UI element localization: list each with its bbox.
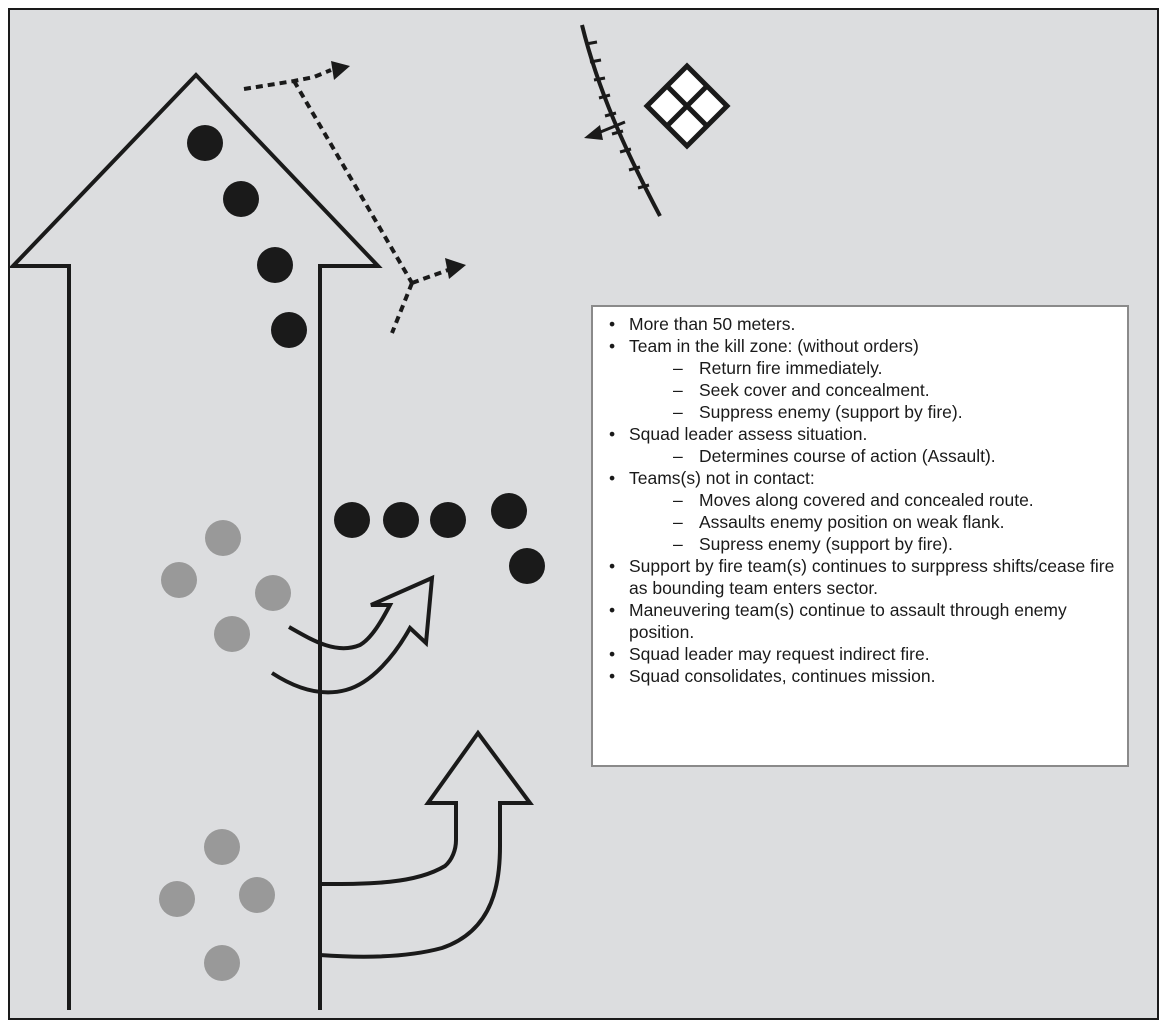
- assault-soldier-dot: [383, 502, 419, 538]
- trail-soldier-dot: [214, 616, 250, 652]
- dotted-route-segment: [411, 268, 449, 285]
- lead-team-dots: [187, 125, 307, 348]
- note-subitem: Seek cover and concealment.: [669, 379, 1117, 401]
- trail-soldier-dot: [255, 575, 291, 611]
- actions-notes-box: More than 50 meters. Team in the kill zo…: [591, 305, 1129, 767]
- note-item: More than 50 meters.: [603, 313, 1117, 335]
- assault-soldier-dot: [430, 502, 466, 538]
- dotted-route-segment: [390, 282, 414, 334]
- obstacle-arrowhead-icon: [584, 125, 603, 140]
- note-text: Support by fire team(s) continues to sur…: [629, 556, 1115, 598]
- trail-team-dots: [159, 520, 291, 981]
- dotted-route-segment: [243, 68, 332, 91]
- trail-soldier-dot: [205, 520, 241, 556]
- note-subitem: Suppress enemy (support by fire).: [669, 401, 1117, 423]
- obstacle-curve: [580, 24, 662, 217]
- bounding-team-arrow: [319, 729, 534, 959]
- note-item: Squad leader assess situation. Determine…: [603, 423, 1117, 467]
- lead-soldier-dot: [257, 247, 293, 283]
- lead-soldier-dot: [271, 312, 307, 348]
- assault-soldier-dot: [334, 502, 370, 538]
- note-item: Teams(s) not in contact: Moves along cov…: [603, 467, 1117, 555]
- assault-soldier-dot: [509, 548, 545, 584]
- note-text: More than 50 meters.: [629, 314, 796, 334]
- trail-soldier-dot: [204, 829, 240, 865]
- dotted-route-segment: [292, 79, 414, 285]
- note-subitem: Supress enemy (support by fire).: [669, 533, 1117, 555]
- lead-soldier-dot: [223, 181, 259, 217]
- assault-line-dots: [334, 493, 545, 584]
- obstacle-arrow-shaft: [597, 120, 626, 135]
- lead-soldier-dot: [187, 125, 223, 161]
- note-text: Team in the kill zone: (without orders): [629, 336, 919, 356]
- note-item: Team in the kill zone: (without orders) …: [603, 335, 1117, 423]
- route-arrowhead-icon: [331, 61, 350, 80]
- note-text: Squad leader may request indirect fire.: [629, 644, 930, 664]
- trail-soldier-dot: [159, 881, 195, 917]
- note-item: Squad consolidates, continues mission.: [603, 665, 1117, 687]
- obstacle-hatch-marks: [585, 40, 650, 190]
- enemy-position-diamond-icon: [643, 62, 731, 150]
- note-subitem: Assaults enemy position on weak flank.: [669, 511, 1117, 533]
- note-item: Support by fire team(s) continues to sur…: [603, 555, 1117, 599]
- main-axis-arrow: [8, 72, 383, 1010]
- note-subitem: Moves along covered and concealed route.: [669, 489, 1117, 511]
- trail-soldier-dot: [161, 562, 197, 598]
- hatched-obstacle-line-icon: [580, 24, 662, 217]
- flank-maneuver-arrow: [270, 574, 435, 695]
- note-item: Squad leader may request indirect fire.: [603, 643, 1117, 665]
- note-text: Teams(s) not in contact:: [629, 468, 815, 488]
- note-text: Squad consolidates, continues mission.: [629, 666, 936, 686]
- note-subitem: Determines course of action (Assault).: [669, 445, 1117, 467]
- trail-soldier-dot: [239, 877, 275, 913]
- note-text: Squad leader assess situation.: [629, 424, 868, 444]
- note-subitem: Return fire immediately.: [669, 357, 1117, 379]
- assault-soldier-dot: [491, 493, 527, 529]
- route-arrowhead-icon: [445, 258, 466, 279]
- note-item: Maneuvering team(s) continue to assault …: [603, 599, 1117, 643]
- note-text: Maneuvering team(s) continue to assault …: [629, 600, 1067, 642]
- trail-soldier-dot: [204, 945, 240, 981]
- dotted-maneuver-route-icon: [243, 61, 466, 334]
